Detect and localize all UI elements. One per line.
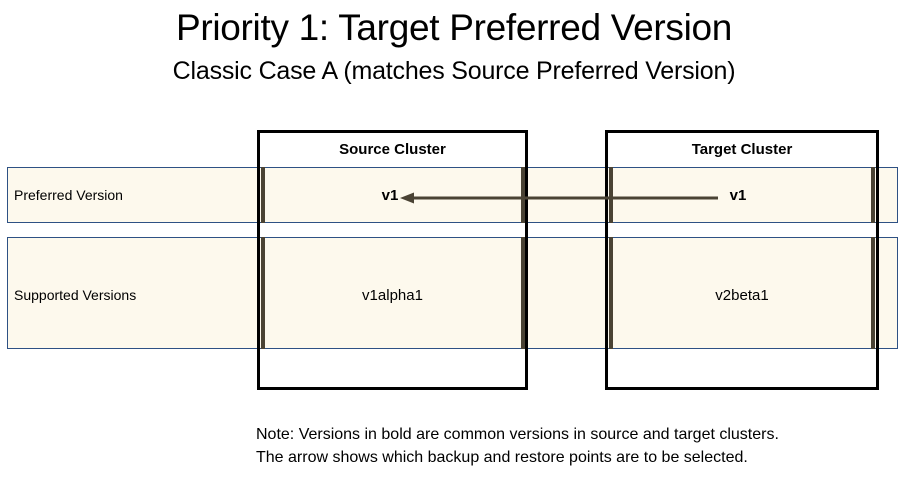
source-cluster-header: Source Cluster	[339, 141, 446, 158]
page-subtitle: Classic Case A (matches Source Preferred…	[172, 57, 736, 85]
supported-versions-row-band	[7, 237, 898, 349]
preferred-version-row-band	[7, 167, 898, 223]
row-label-preferred-version: Preferred Version	[14, 187, 123, 203]
target-cluster-header: Target Cluster	[691, 141, 793, 158]
target-supported-versions-value: v2beta1	[715, 287, 769, 304]
page-title: Priority 1: Target Preferred Version	[175, 7, 733, 48]
source-box-left-rule-bottom	[261, 237, 265, 349]
source-supported-versions-value: v1alpha1	[362, 287, 423, 304]
target-box-right-rule-top	[871, 167, 875, 223]
source-cluster-box	[257, 130, 528, 390]
source-preferred-version-value: v1	[381, 187, 399, 204]
target-cluster-box	[605, 130, 879, 390]
footnote: Note: Versions in bold are common versio…	[256, 423, 896, 469]
target-box-left-rule-top	[609, 167, 613, 223]
row-label-supported-versions: Supported Versions	[14, 287, 137, 303]
target-to-source-arrow	[400, 192, 718, 204]
footnote-line-2: The arrow shows which backup and restore…	[256, 449, 748, 466]
target-preferred-version-value: v1	[729, 187, 747, 204]
source-box-right-rule-bottom	[521, 237, 525, 349]
footnote-line-1: Note: Versions in bold are common versio…	[256, 426, 779, 443]
arrow-head	[400, 192, 414, 204]
source-box-left-rule-top	[261, 167, 265, 223]
target-box-left-rule-bottom	[609, 237, 613, 349]
target-box-right-rule-bottom	[871, 237, 875, 349]
source-box-right-rule-top	[521, 167, 525, 223]
